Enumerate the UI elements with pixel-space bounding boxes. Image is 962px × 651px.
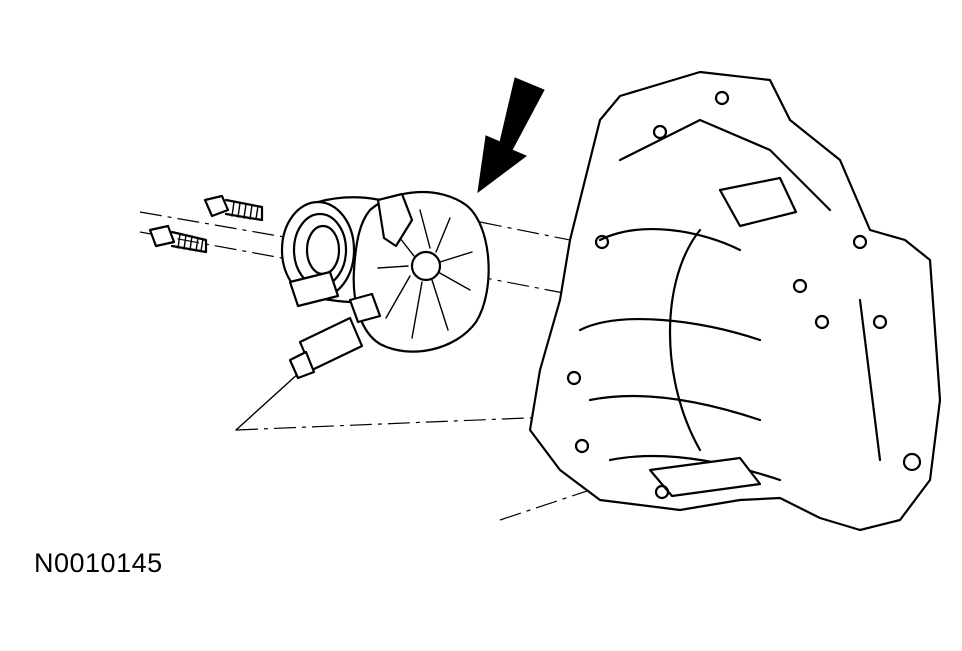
figure-code: N0010145 [34,548,163,578]
bolt-lower [148,224,208,254]
bolt-upper [203,194,264,222]
release-bearing-assembly [280,190,490,380]
arrow-icon [477,77,545,194]
bell-housing [528,70,942,532]
